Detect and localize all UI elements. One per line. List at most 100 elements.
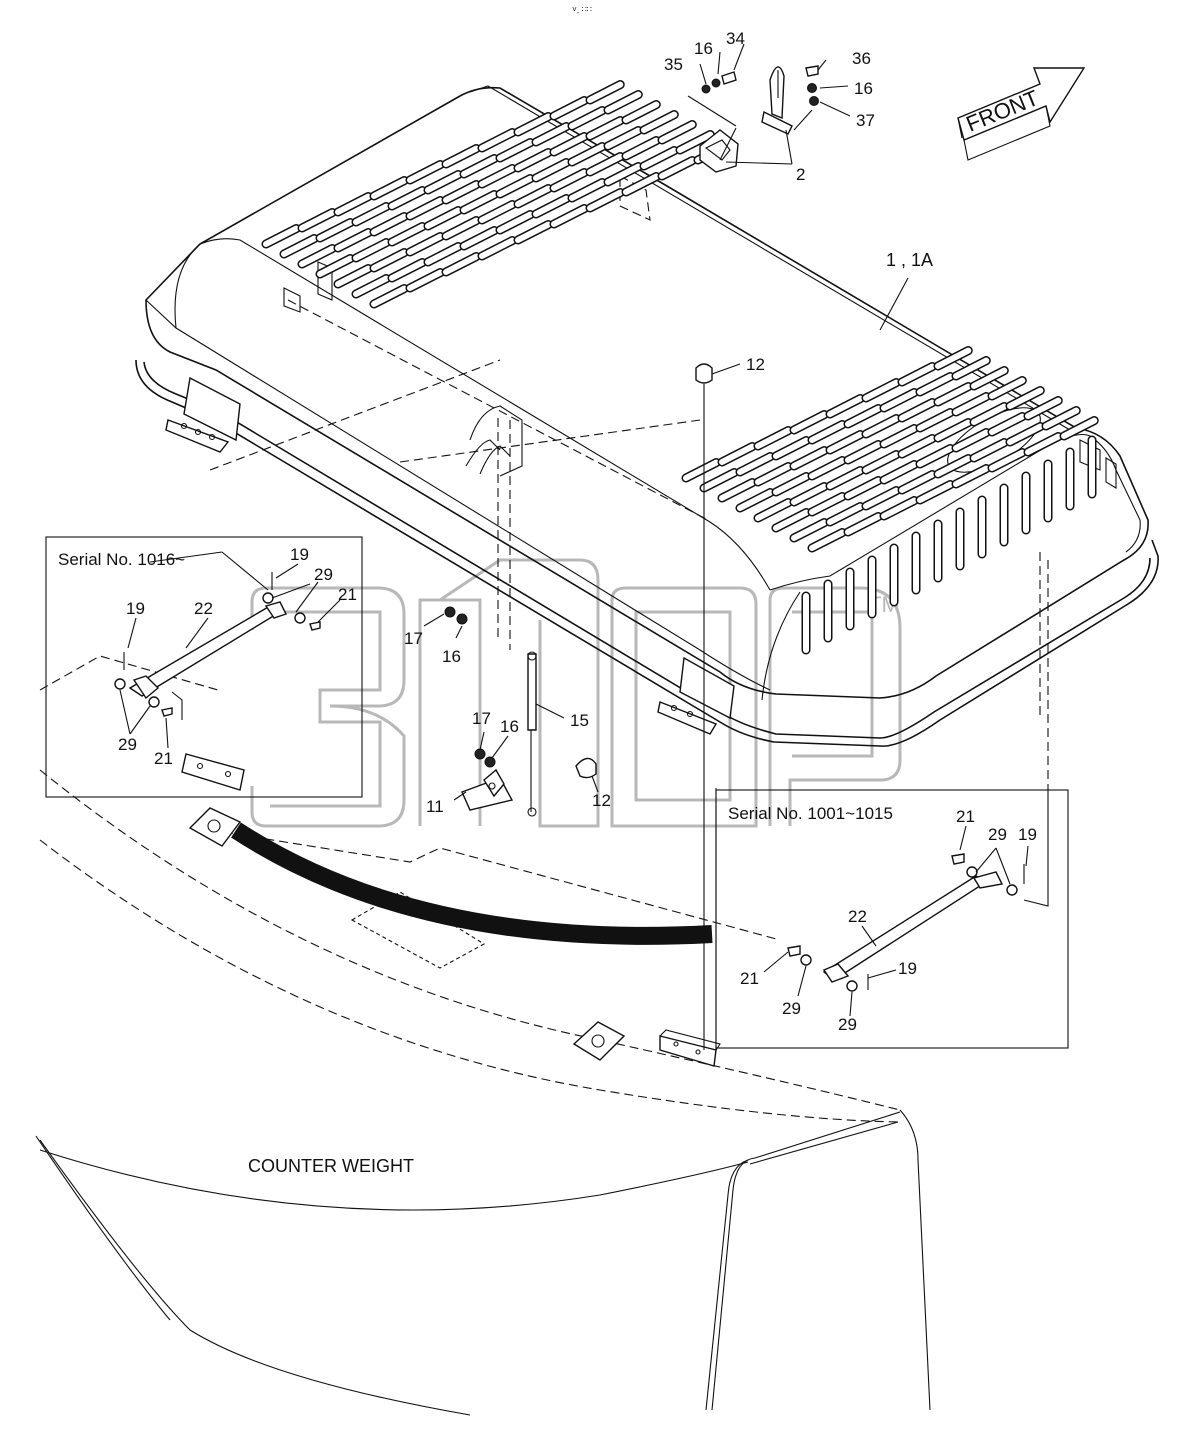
vent-slot-inner [809,421,846,443]
vent-slot-inner [623,101,660,123]
vent-slot-inner [827,467,864,489]
callout-12-top: 12 [746,355,765,374]
vent-slot-inner [263,225,300,247]
inset-right-label-21-bottom: 21 [740,969,759,988]
vent-slot-inner [623,173,660,195]
vent-slot-inner [701,469,738,491]
vent-slot-inner [407,161,444,183]
vent-slot-inner [641,111,678,133]
vent-slot-inner [623,137,660,159]
vent-slot-inner [515,149,552,171]
vent-slot-inner [281,235,318,257]
vent-slot-inner [551,97,588,119]
vent-slot-inner [587,153,624,175]
vent-slot-inner [353,239,390,261]
inset-left-label-22: 22 [194,599,213,618]
mounting-pad-left [181,753,245,791]
callout-36: 36 [852,49,871,68]
lock-bracket [461,768,514,811]
vent-slot-inner [953,393,990,415]
vent-slot-inner [953,465,990,487]
vent-slot-inner [479,201,516,223]
vent-slot-inner [953,357,990,379]
vent-slot-inner [425,243,462,265]
vent-slot-inner [461,227,498,249]
vent-slot-inner [443,181,480,203]
vent-slot-inner [791,519,828,541]
vent-slot-inner [917,481,954,503]
inset-right: Serial No. 1001~1015 [715,789,1069,1049]
vent-slot-inner [335,229,372,251]
inset-right-label-29-bottom: 29 [838,1015,857,1034]
vent-slot-inner [755,499,792,521]
vent-slot-inner [809,457,846,479]
vent-slot-inner [389,187,426,209]
callout-16-top: 16 [694,39,713,58]
inset-right-label-29-mid: 29 [782,999,801,1018]
vent-slot-inner [863,415,900,437]
vent-slot-inner [533,123,570,145]
vent-slot-inner [917,409,954,431]
vent-slot-inner [935,419,972,441]
inset-right-label-21-top: 21 [956,807,975,826]
vent-slot-inner [407,269,444,291]
vent-slot-inner [605,91,642,113]
vent-slot-inner [371,285,408,307]
vent-slot-inner [791,447,828,469]
vent-slot-inner [1043,407,1080,429]
vent-slot-inner [881,461,918,483]
vent-slot-inner [809,493,846,515]
vent-slot-inner [569,179,606,201]
vent-slot-inner [971,367,1008,389]
inset-right-label-22: 22 [848,907,867,926]
vent-slot-inner [515,185,552,207]
inset-left-label-19-left: 19 [126,599,145,618]
vent-slot-inner [917,445,954,467]
vent-slot-inner [353,203,390,225]
vent-slot-inner [899,399,936,421]
vent-slot-inner [659,121,696,143]
callout-2: 2 [796,165,805,184]
vent-slot-inner [317,219,354,241]
vent-slot-inner [935,347,972,369]
vent-slot-inner [497,211,534,233]
vent-slot-inner [881,497,918,519]
mounting-pad-square-right [572,1021,626,1061]
vent-slot-inner [845,477,882,499]
vent-slot-inner [737,453,774,475]
vent-slot-inner [989,449,1026,471]
inset-right-title: Serial No. 1001~1015 [728,804,893,823]
vent-slot-inner [335,193,372,215]
callout-35: 35 [664,55,683,74]
vent-slot-inner [989,377,1026,399]
vent-slot-inner [935,383,972,405]
vent-slot-inner [863,487,900,509]
vent-slot-inner [659,157,696,179]
vent-slot-inner [683,459,720,481]
vent-slot-inner [335,265,372,287]
vent-slot-inner [587,117,624,139]
vent-slot-inner [353,275,390,297]
vent-slot-inner [551,169,588,191]
vent-slot-inner [299,245,336,267]
vent-slot-inner [755,427,792,449]
vent-slot-inner [881,389,918,411]
vent-slot-inner [443,217,480,239]
callout-12-lower: 12 [592,791,611,810]
gas-spring [527,651,537,817]
vent-slot-inner [1025,397,1062,419]
vent-slot-inner [863,379,900,401]
callout-37: 37 [856,111,875,130]
vent-slot-inner [533,195,570,217]
callout-11: 11 [426,797,444,816]
vent-slot-inner [755,463,792,485]
vent-slot-inner [1007,423,1044,445]
callout-34: 34 [726,29,745,48]
inset-left-label-21-bottom: 21 [154,749,173,768]
vent-slot-inner [497,139,534,161]
vent-slot-inner [425,207,462,229]
inset-left-label-19-top: 19 [290,545,309,564]
vent-slot-inner [863,451,900,473]
vent-slot-inner [971,439,1008,461]
inset-right-label-19-top: 19 [1018,825,1037,844]
